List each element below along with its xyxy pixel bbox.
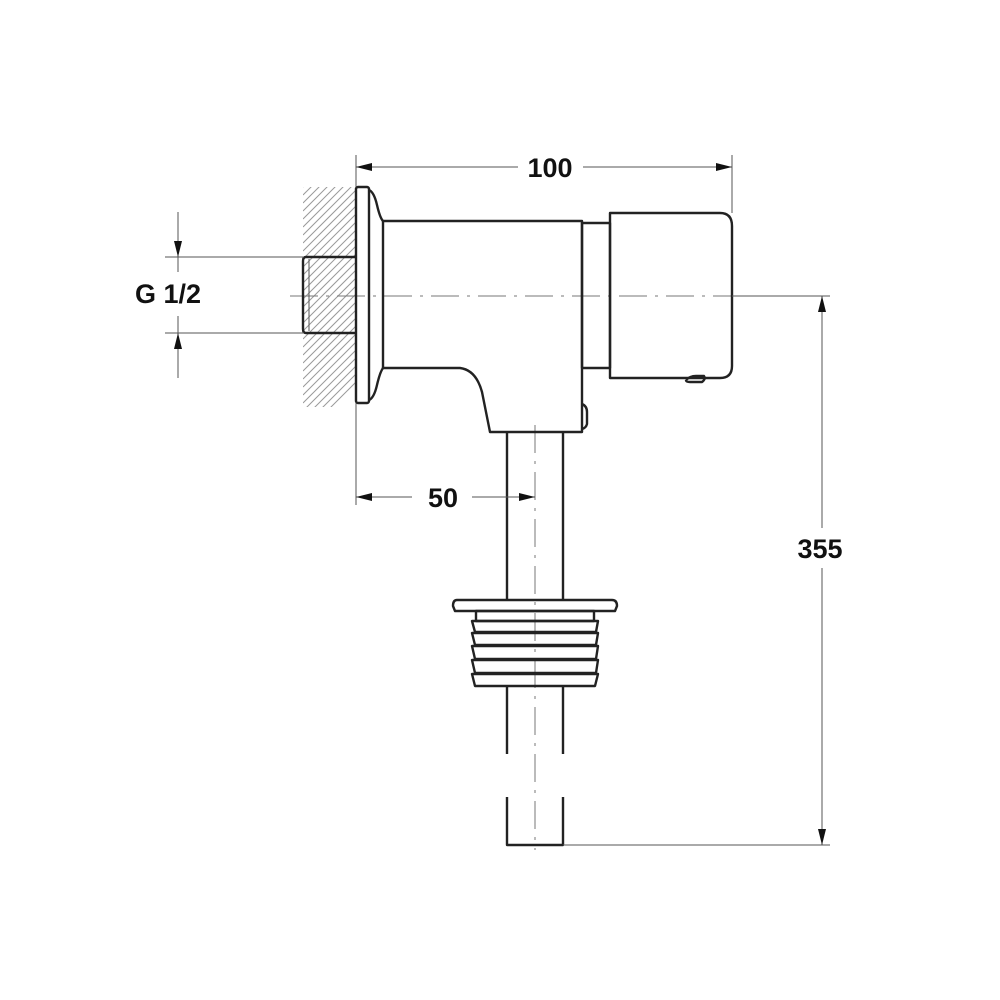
hatch-line: [306, 357, 356, 407]
hatch-line: [303, 221, 356, 276]
hatch-line: [303, 187, 312, 196]
hatch-line: [303, 187, 344, 228]
hatch-line: [303, 187, 304, 188]
dimension-height: [563, 295, 830, 846]
wall-hatching: [303, 187, 356, 407]
thread-size-label: G 1/2: [135, 279, 201, 309]
valve-body: [381, 219, 584, 434]
hatch-line: [303, 245, 356, 300]
hatch-line: [303, 187, 336, 220]
hatch-line: [303, 261, 356, 316]
body-lug: [581, 402, 589, 431]
inlet-thread: [301, 255, 356, 335]
hatch-line: [303, 187, 328, 212]
hatch-line: [303, 205, 356, 260]
hatch-line: [303, 349, 356, 404]
hatch-line: [303, 293, 356, 348]
hatch-line: [303, 187, 352, 236]
push-button-cap: [608, 211, 734, 380]
flange-taper: [368, 188, 384, 402]
wall-flange: [354, 185, 371, 405]
hatch-line: [303, 301, 356, 356]
hatch-line: [303, 213, 356, 268]
hatch-line: [322, 373, 356, 407]
height-dimension-label: 355: [797, 534, 842, 564]
hatch-line: [303, 317, 356, 372]
dimension-pipe-offset: [355, 403, 535, 505]
hatch-line: [303, 325, 356, 380]
hatch-line: [303, 309, 356, 364]
dimension-width: [355, 155, 733, 213]
hatch-line: [330, 381, 356, 407]
connector-nut: [451, 598, 619, 688]
hatch-line: [303, 189, 356, 244]
hatch-line: [303, 253, 356, 308]
hatch-line: [303, 277, 356, 332]
width-dimension-label: 100: [527, 153, 572, 183]
hatch-line: [303, 285, 356, 340]
hatch-line: [314, 365, 356, 407]
flush-pipe: [505, 432, 565, 847]
dimension-thread: [165, 212, 304, 378]
cap-detail: [684, 374, 706, 384]
pipe-offset-label: 50: [428, 483, 458, 513]
hatch-line: [303, 187, 320, 204]
hatch-line: [303, 341, 356, 396]
hatch-line: [303, 269, 356, 324]
hatch-line: [303, 237, 356, 292]
hatch-line: [303, 197, 356, 252]
hatch-line: [303, 333, 356, 388]
